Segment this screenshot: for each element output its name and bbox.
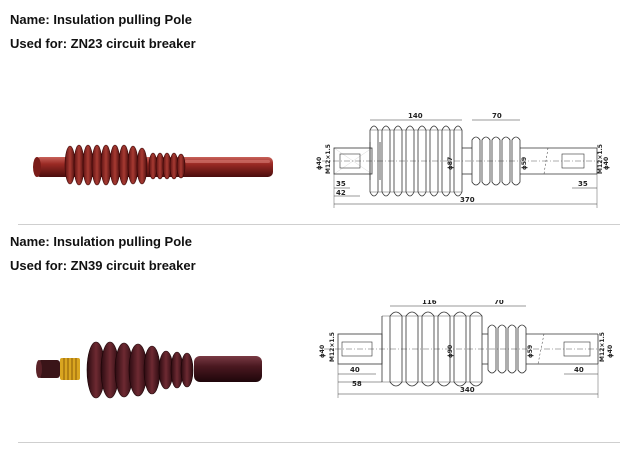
p1-dim-total: 370	[460, 196, 475, 204]
p2-dim-thread-left: M12×1.5	[329, 332, 336, 362]
p2-dim-shed-length: 116	[422, 300, 437, 306]
section-divider	[18, 224, 620, 225]
product-2-name: Name: Insulation pulling Pole	[10, 234, 193, 249]
p1-dim-thread-right: M12×1.5	[597, 144, 604, 174]
p1-dim-shed-length: 140	[408, 112, 423, 120]
product-1-photo	[33, 144, 273, 186]
product-2-technical-drawing: 116 70 340 40 58 40 ϕ40 M12×1.5 ϕ90 ϕ59 …	[319, 300, 614, 398]
bottom-divider	[18, 442, 620, 443]
p1-dim-left-a: 35	[336, 180, 346, 188]
p1-dim-small-length: 70	[492, 112, 502, 120]
product-1-name: Name: Insulation pulling Pole	[10, 12, 193, 27]
p1-dim-dia-small: ϕ59	[521, 157, 528, 170]
p2-dim-total: 340	[460, 386, 475, 394]
p1-dim-dia-shed: ϕ87	[447, 157, 454, 170]
product-1-technical-drawing: 140 70 370 35 42 35 ϕ40 M12×1.5 ϕ87 ϕ59 …	[316, 112, 610, 208]
p2-dim-dia-main: ϕ40	[319, 345, 326, 358]
p2-dim-dia-small: ϕ59	[527, 345, 534, 358]
product-2-used-for: Used for: ZN39 circuit breaker	[10, 258, 196, 273]
p2-dim-small-length: 70	[494, 300, 504, 306]
product-1-used-for: Used for: ZN23 circuit breaker	[10, 36, 196, 51]
p2-dim-left-b: 58	[352, 380, 362, 388]
p1-dim-thread-left: M12×1.5	[325, 144, 332, 174]
product-2-photo	[36, 341, 262, 399]
p1-dim-dia-main: ϕ40	[316, 157, 323, 170]
p1-dim-right-a: 35	[578, 180, 588, 188]
p2-dim-dia-right: ϕ40	[607, 345, 614, 358]
p2-dim-right-a: 40	[574, 366, 584, 374]
p2-dim-dia-shed: ϕ90	[447, 345, 454, 358]
p1-dim-dia-right: ϕ40	[603, 157, 610, 170]
p2-dim-thread-right: M12×1.5	[599, 332, 606, 362]
p1-dim-left-b: 42	[336, 189, 346, 197]
p2-dim-left-a: 40	[350, 366, 360, 374]
